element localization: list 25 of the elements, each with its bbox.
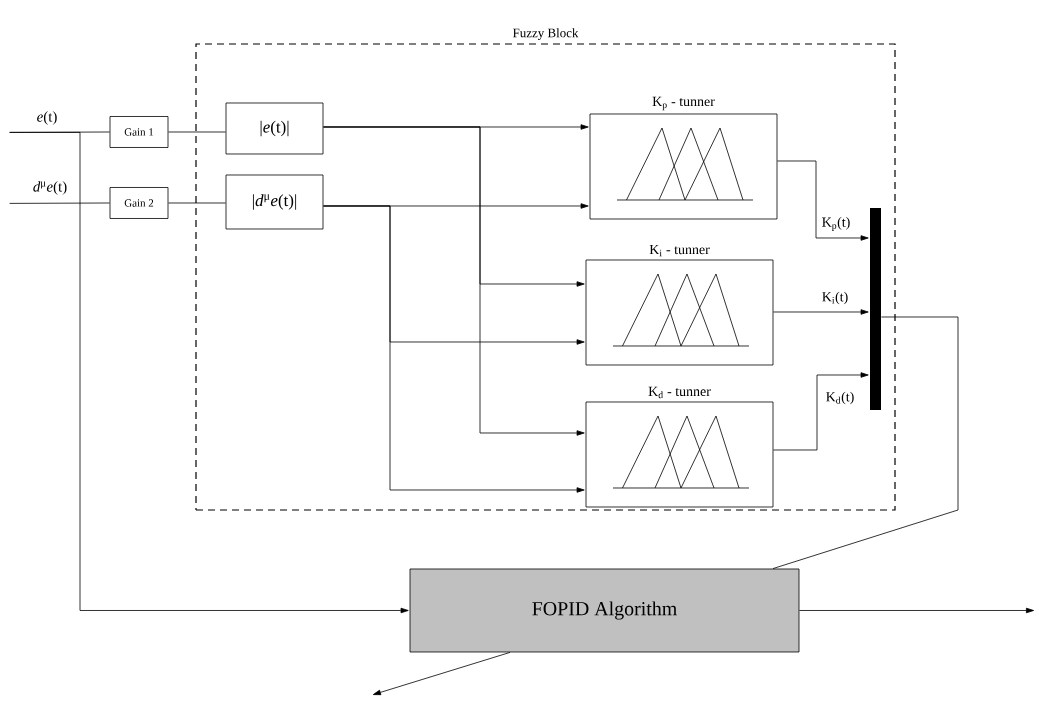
tuner-box: K$_{p}$ - tunner [589, 96, 778, 220]
gain-box: Gain 2 [109, 187, 169, 219]
arrow [773, 309, 869, 315]
arrow [773, 372, 869, 451]
algorithm-box: FOPID Algorithm [409, 568, 800, 653]
arrow [372, 652, 511, 696]
edge-label: K$_{p}$(t) [820, 216, 852, 232]
arrow [799, 607, 1035, 614]
node-label: K$_{d}$ - tunner [648, 386, 711, 399]
arrow [777, 160, 869, 241]
node-label: K$_{i}$ - tunner [649, 244, 710, 257]
tuner-box: K$_{i}$ - tunner [585, 244, 774, 366]
edge-label: K$_{i}$(t) [820, 290, 850, 306]
edge-label: K$_{d}$(t) [824, 390, 856, 406]
absolute-value-box: |e(t)| [225, 102, 324, 155]
arrow [9, 132, 409, 614]
arrow [323, 126, 585, 436]
gain-box: Gain 1 [109, 116, 169, 148]
tuner-box: K$_{d}$ - tunner [585, 386, 774, 508]
node-label: Fuzzy Block [512, 28, 579, 40]
signal-label: d$^{μ}$e(t) [33, 181, 67, 195]
node-label: K$_{p}$ - tunner [652, 96, 715, 111]
arrow [323, 205, 585, 493]
signal-label: e(t) [37, 111, 57, 125]
absolute-value-box: |d$^{μ}$e(t)| [225, 174, 324, 230]
